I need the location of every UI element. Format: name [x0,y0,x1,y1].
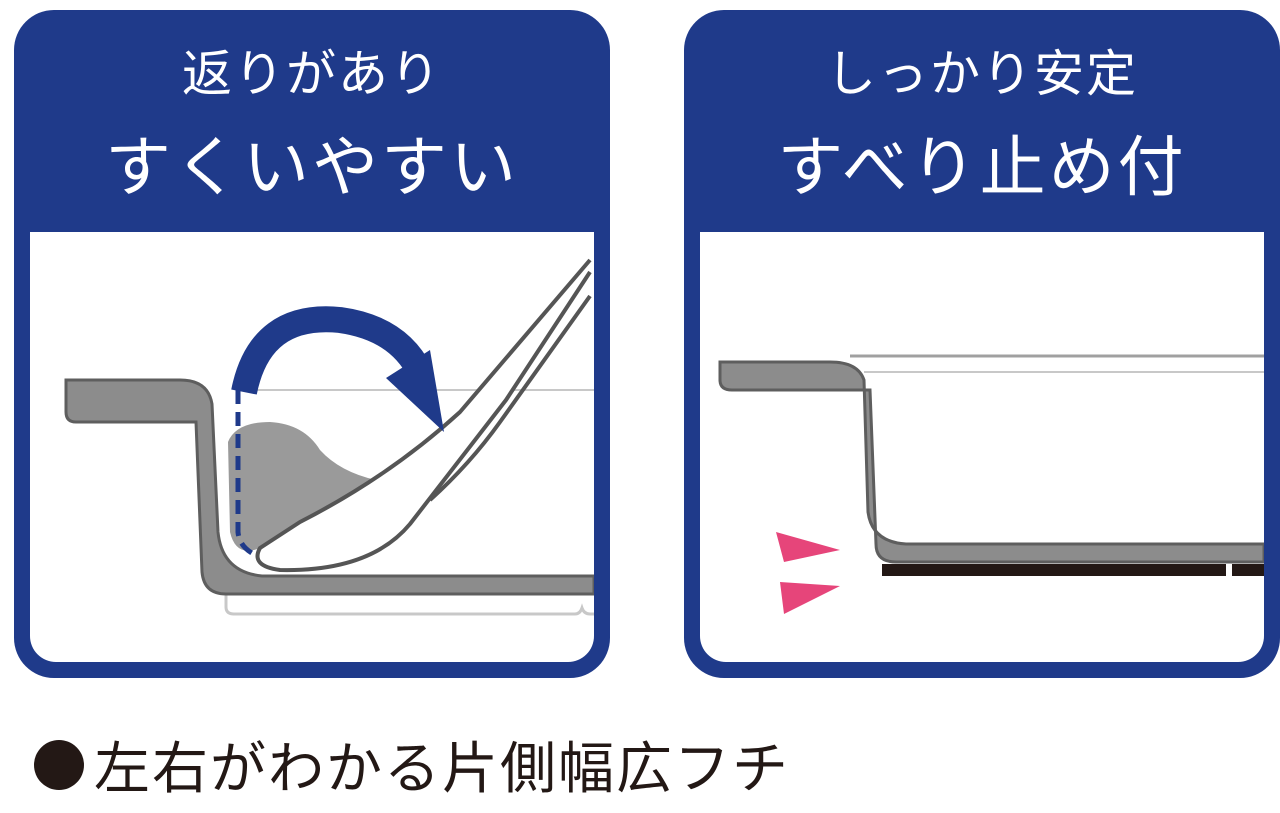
pan-cross-section-illustration [30,232,594,662]
pan-cross-section-illustration [700,232,1264,662]
scoop-illustration [64,258,594,616]
non-slip-base [882,564,1226,576]
pan-wall [64,378,594,596]
panel-title-line2: すべり止め付 [777,129,1187,206]
feature-panel-non-slip: しっかり安定 すべり止め付 [684,10,1280,678]
feature-panel-scoop: 返りがあり すくいやすい [14,10,610,678]
panel-title: しっかり安定 すべり止め付 [684,10,1280,232]
panel-title-line1: しっかり安定 [826,45,1138,103]
panel-title-line2: すくいやすい [105,129,519,206]
bullet-icon [34,739,84,790]
pink-arrow-icon [780,582,840,614]
pink-arrow-icon [776,532,840,562]
non-slip-illustration [718,354,1264,614]
food-blob [228,422,376,551]
panel-title: 返りがあり すくいやすい [14,10,610,232]
feature-caption: 左右がわかる片側幅広フチ [34,724,790,805]
scoop-path-dashed [235,390,301,567]
pan-wall [718,360,1264,564]
caption-text: 左右がわかる片側幅広フチ [94,737,790,802]
panel-title-line1: 返りがあり [182,45,442,103]
ladle-icon [255,258,592,573]
curved-arrow-icon [231,306,432,395]
